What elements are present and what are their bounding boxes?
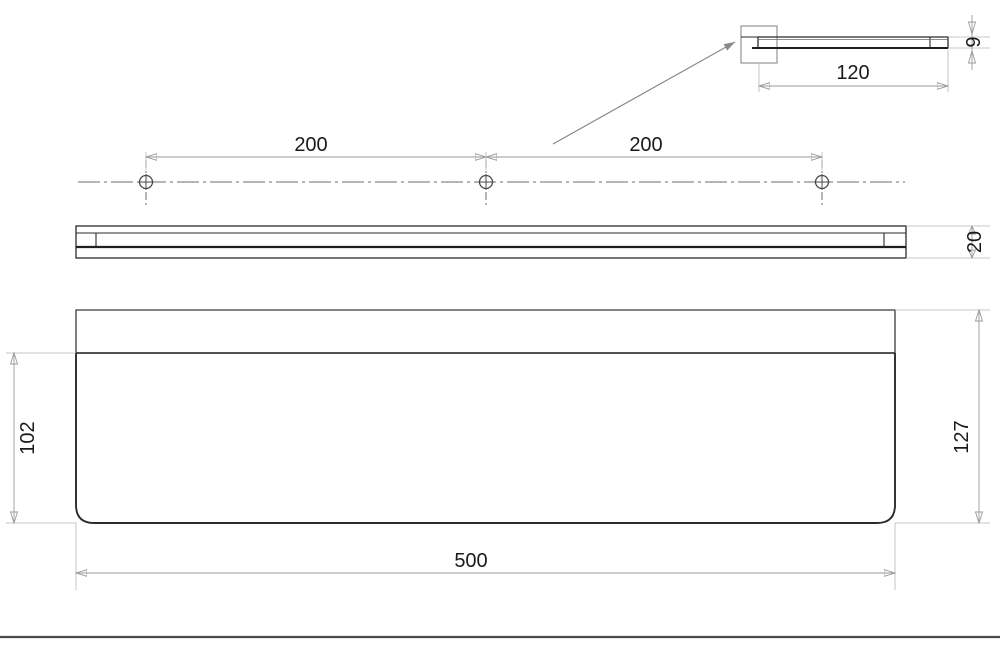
front-elevation-view: 102 127 500: [6, 308, 990, 590]
dimension-label-9: 9: [963, 36, 985, 47]
mounting-hole-2: [478, 160, 494, 205]
arrow-20-top: [967, 224, 977, 235]
arrow-9-bottom: [967, 49, 977, 64]
arrow-127-top: [974, 308, 984, 322]
edge-outer-profile: [75, 225, 907, 259]
front-upper-band: [75, 309, 896, 354]
front-body-outline: [75, 353, 896, 524]
arrow-127-bottom: [974, 511, 984, 525]
edge-profile-view: 20: [75, 224, 990, 260]
bracket-detail-view: 120 9: [552, 15, 990, 145]
dimension-label-102: 102: [17, 421, 39, 454]
dimension-label-200-right: 200: [629, 134, 662, 156]
dimension-20: 20: [906, 224, 990, 260]
dimension-label-20: 20: [964, 231, 986, 253]
plan-hole-pattern-view: 200 200: [78, 134, 905, 205]
arrow-9-top: [967, 21, 977, 36]
dimension-200-left: 200: [146, 134, 486, 170]
dimension-9: 9: [948, 15, 990, 70]
detail-leader-arrow: [552, 41, 736, 145]
dimension-label-200-left: 200: [294, 134, 327, 156]
arrow-20-bottom: [967, 249, 977, 260]
dimension-500: 500: [76, 523, 895, 590]
bracket-arm-outline: [757, 36, 949, 49]
dimension-102: 102: [6, 351, 76, 525]
bracket-wall-plate: [740, 25, 778, 64]
dimension-200-right: 200: [486, 134, 822, 170]
arrow-102-top: [9, 351, 19, 365]
dimension-label-127: 127: [951, 420, 973, 453]
arrow-102-bottom: [9, 511, 19, 525]
dimension-127: 127: [895, 308, 990, 525]
dimension-120: 120: [759, 50, 948, 92]
dimension-label-500: 500: [454, 550, 487, 572]
dimension-label-120: 120: [836, 62, 869, 84]
